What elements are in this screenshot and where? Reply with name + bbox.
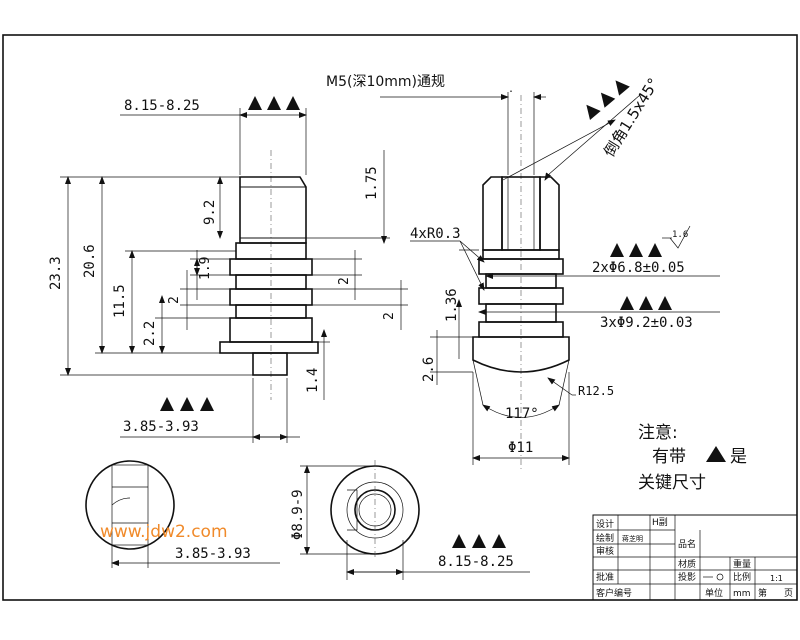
bottom-left-end-view bbox=[85, 460, 175, 550]
tb-draw-name: 蒋芝明 bbox=[622, 534, 643, 543]
roughness-symbol: 1.6 bbox=[662, 225, 691, 249]
dim-2-mid: 2 bbox=[337, 277, 352, 285]
dim-9-2: 9.2 bbox=[202, 200, 218, 225]
dim-angle: 117° bbox=[505, 406, 539, 422]
key-triangles-bottom-left bbox=[160, 397, 214, 411]
note-title: 注意: bbox=[638, 423, 678, 443]
dim-dia-9-2: 3xΦ9.2±0.03 bbox=[600, 315, 693, 331]
dim-bottom-left: 3.85-3.93 bbox=[123, 419, 199, 435]
tb-product-name: 品名 bbox=[678, 538, 696, 550]
dim-1-4: 1.4 bbox=[305, 368, 321, 393]
key-triangles-dia68 bbox=[610, 243, 662, 257]
tb-page: 第 bbox=[758, 587, 767, 599]
tb-scale-value: 1:1 bbox=[770, 574, 783, 583]
note-key-triangle bbox=[706, 446, 726, 462]
svg-text:.: . bbox=[508, 84, 514, 95]
fillet-note: 4xR0.3 bbox=[410, 226, 461, 242]
tb-weight: 重量 bbox=[733, 558, 751, 570]
drawing-frame bbox=[2, 34, 798, 601]
dim-1-36: 1.36 bbox=[444, 288, 460, 322]
title-block: 设计 H副 绘制 蒋芝明 品名 审核 材质 重量 批准 投影 比例 1:1 客户… bbox=[592, 514, 798, 601]
watermark: www.jdw2.com bbox=[100, 522, 228, 542]
dim-11-5: 11.5 bbox=[112, 284, 128, 318]
dim-dia-11: Φ11 bbox=[508, 440, 533, 456]
note-line1-a: 有带 bbox=[652, 447, 686, 467]
projection-symbol bbox=[703, 573, 724, 581]
tb-customer-no: 客户编号 bbox=[596, 587, 632, 599]
key-triangles-dia92 bbox=[620, 296, 672, 310]
key-triangles-chamfer bbox=[586, 80, 630, 120]
tb-approve: 批准 bbox=[596, 571, 614, 583]
tb-projection: 投影 bbox=[678, 571, 696, 583]
dim-2-6: 2.6 bbox=[421, 357, 437, 382]
dim-2-right: 2 bbox=[382, 312, 397, 320]
bottom-right-end-view bbox=[330, 460, 420, 560]
tb-material: 材质 bbox=[678, 558, 696, 570]
key-triangles-top-left bbox=[248, 96, 300, 110]
dim-dia-6-8: 2xΦ6.8±0.05 bbox=[592, 260, 685, 276]
key-triangles-bottom-right bbox=[452, 534, 506, 548]
dim-20-6: 20.6 bbox=[82, 244, 98, 278]
tb-scale: 比例 bbox=[733, 571, 751, 583]
dim-r-12-5: R12.5 bbox=[578, 384, 614, 398]
dim-23-3: 23.3 bbox=[48, 256, 64, 290]
chamfer-note: 倒角1.5x45° bbox=[600, 75, 663, 160]
svg-text:1.6: 1.6 bbox=[672, 230, 688, 240]
left-view-dimensions: 8.15-8.25 23.3 20.6 11.5 9.2 1.9 2 bbox=[48, 96, 408, 443]
right-view-annotations: M5(深10mm)通规 . 倒角1.5x45° 4xR0.3 1.6 bbox=[326, 74, 720, 465]
bottom-right-dimensions: Φ8.9-9 8.15-8.25 bbox=[290, 465, 530, 580]
bottom-left-dimension: 3.85-3.93 www.jdw2.com bbox=[100, 522, 280, 568]
tb-review: 审核 bbox=[596, 545, 614, 557]
dim-bottom-mid: 3.85-3.93 bbox=[175, 546, 251, 562]
dim-2-2: 2.2 bbox=[142, 321, 158, 346]
dim-1-9: 1.9 bbox=[198, 257, 213, 280]
note-block: 注意: 有带 是 关键尺寸 bbox=[638, 423, 747, 493]
tb-draw: 绘制 bbox=[596, 532, 614, 544]
note-line2: 关键尺寸 bbox=[638, 473, 706, 493]
dim-1-75: 1.75 bbox=[364, 166, 380, 200]
dim-bottom-right: 8.15-8.25 bbox=[438, 554, 514, 570]
dim-dia-8-9: Φ8.9-9 bbox=[290, 489, 306, 540]
dim-2-left: 2 bbox=[167, 296, 182, 304]
note-line1-b: 是 bbox=[730, 447, 747, 467]
thread-spec: M5(深10mm)通规 bbox=[326, 74, 445, 90]
tb-design: 设计 bbox=[596, 518, 614, 530]
tb-mark: H副 bbox=[652, 517, 668, 528]
tb-page-end: 页 bbox=[784, 588, 793, 599]
tb-unit: 单位 bbox=[705, 587, 723, 599]
left-elevation-view bbox=[219, 150, 319, 400]
dim-top-left: 8.15-8.25 bbox=[124, 98, 200, 114]
tb-unit-value: mm bbox=[733, 589, 751, 599]
